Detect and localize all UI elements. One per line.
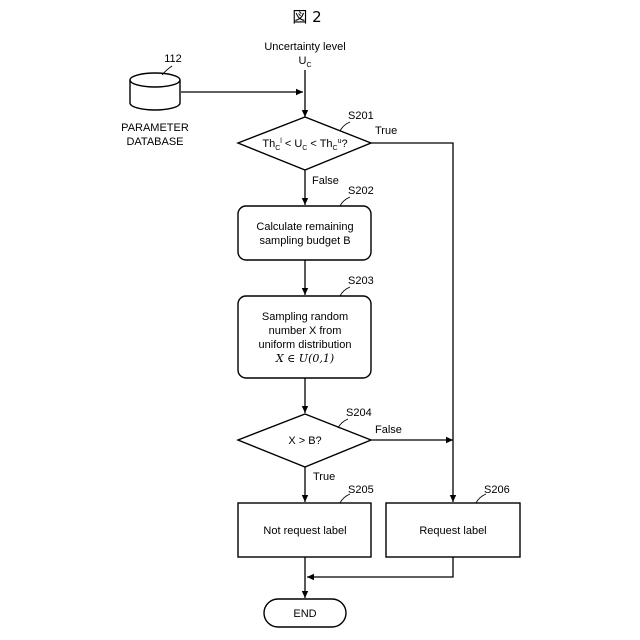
s205-text: Not request label: [263, 525, 346, 537]
s206-ref-label: S206: [484, 484, 510, 496]
database-label-line2: DATABASE: [126, 136, 183, 148]
s203-ref-label: S203: [348, 275, 374, 287]
s201-decision-diamond: [238, 117, 371, 170]
s203-process-box: [238, 296, 371, 378]
s202-process-box: [238, 206, 371, 260]
s201-false-label: False: [312, 175, 339, 187]
s201-ref-leader: [340, 122, 350, 131]
s203-formula: X ∈ U(0,1): [275, 352, 334, 365]
s202-ref-leader: [340, 197, 350, 206]
input-label: Uncertainty level: [264, 41, 345, 53]
s204-ref-leader: [338, 419, 348, 428]
s201-true-label: True: [375, 125, 397, 137]
s203-text-line3: uniform distribution: [259, 339, 352, 351]
s201-true-arrow: [371, 143, 453, 502]
s204-true-label: True: [313, 471, 335, 483]
s202-text-line1: Calculate remaining: [256, 221, 353, 233]
s205-ref-label: S205: [348, 484, 374, 496]
database-ref-number: 112: [164, 53, 182, 65]
s202-text-line2: sampling budget B: [259, 235, 350, 247]
s203-text-line1: Sampling random: [262, 311, 348, 323]
s206-to-end-arrow: [307, 557, 453, 577]
s202-ref-label: S202: [348, 185, 374, 197]
s204-condition-text: X > B?: [288, 435, 321, 447]
input-symbol: UC: [298, 55, 311, 69]
s206-text: Request label: [419, 525, 486, 537]
s204-false-label: False: [375, 424, 402, 436]
s203-ref-leader: [340, 287, 350, 296]
s203-text-line2: number X from: [269, 325, 342, 337]
s204-ref-label: S204: [346, 407, 372, 419]
end-text: END: [293, 608, 316, 620]
s201-ref-label: S201: [348, 110, 374, 122]
parameter-database: [130, 73, 180, 110]
figure-title: 図 2: [292, 8, 321, 26]
database-label-line1: PARAMETER: [121, 122, 189, 134]
